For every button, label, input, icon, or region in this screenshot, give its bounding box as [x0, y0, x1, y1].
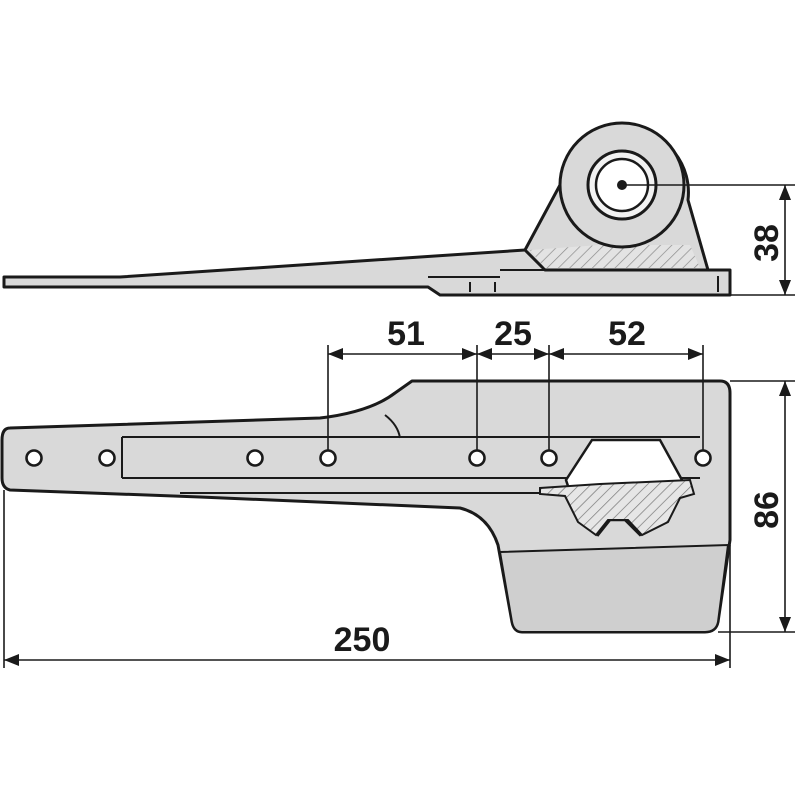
dim-250-label: 250	[334, 621, 391, 659]
dim-25-arrow-left	[477, 348, 492, 360]
top-view: 51 25 52 86 250	[0, 315, 795, 668]
dim-51-label: 51	[387, 315, 425, 353]
dim-86-arrow-top	[779, 381, 791, 396]
hole-4	[319, 449, 337, 467]
dim-52-arrow-right	[688, 348, 703, 360]
side-view: 38	[2, 121, 795, 297]
hole-7	[694, 449, 712, 467]
dim-38-label: 38	[748, 224, 786, 262]
shoulder-curve	[384, 414, 401, 439]
dim-86-label: 86	[748, 491, 786, 529]
weld-hatch	[530, 245, 700, 268]
dim-250-arrow-left	[4, 654, 19, 666]
dim-51-arrow-left	[328, 348, 343, 360]
dim-51-arrow-right	[462, 348, 477, 360]
dim-38-arrow-bottom	[779, 280, 791, 295]
dim-52-label: 52	[608, 315, 646, 353]
hole-5	[468, 449, 486, 467]
section-hatch	[539, 478, 696, 537]
dim-52-arrow-left	[549, 348, 564, 360]
hole-2	[98, 449, 116, 467]
dim-25-label: 25	[494, 315, 532, 353]
dim-38-arrow-top	[779, 185, 791, 200]
hole-1	[25, 449, 43, 467]
hole-3	[246, 449, 264, 467]
dim-250-arrow-right	[715, 654, 730, 666]
hole-6	[540, 449, 558, 467]
dim-86-arrow-bottom	[779, 617, 791, 632]
top-lower-block	[498, 543, 730, 633]
dim-25-arrow-right	[534, 348, 549, 360]
